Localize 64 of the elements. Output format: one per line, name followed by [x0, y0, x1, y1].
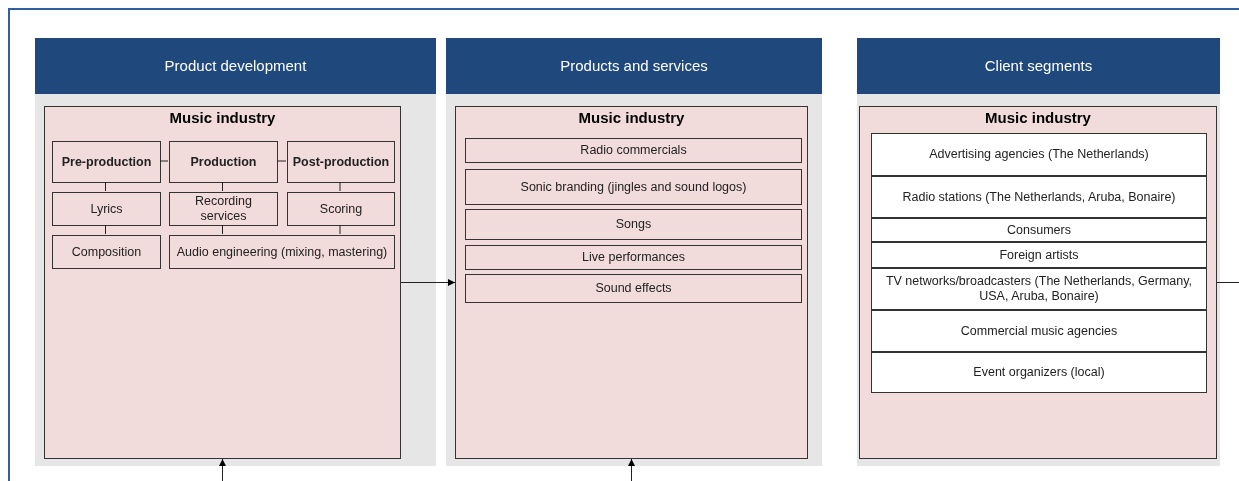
- item-box: [169, 192, 278, 226]
- group-box: [44, 106, 401, 459]
- item-label: Scoring: [319, 201, 363, 217]
- item-box: [287, 192, 395, 226]
- item-box: [465, 138, 802, 163]
- group-box: [455, 106, 808, 459]
- connector-line: [222, 181, 223, 192]
- arrow: [628, 458, 635, 481]
- column-header: Products and services: [446, 38, 822, 94]
- group-title: Music industry: [577, 108, 686, 128]
- connector-line: [276, 160, 287, 162]
- arrow: [400, 279, 456, 286]
- connector-line: [222, 224, 223, 235]
- item-box: [52, 235, 161, 269]
- group-title: Music industry: [168, 108, 277, 128]
- item-box: [871, 268, 1207, 310]
- item-box: [871, 218, 1207, 242]
- group-box: [859, 106, 1217, 459]
- item-label: Live performances: [582, 250, 685, 265]
- connector-line: [339, 181, 341, 192]
- item-label: Post-production: [292, 154, 390, 170]
- item-label: Pre-production: [61, 154, 152, 170]
- item-label: Consumers: [1007, 222, 1071, 238]
- group-title: Music industry: [984, 108, 1092, 128]
- column-panel: [446, 38, 822, 466]
- item-box: [465, 169, 802, 205]
- connector-line: [159, 160, 169, 162]
- item-label: Recording services: [194, 194, 253, 224]
- item-label: Advertising agencies (The Netherlands): [929, 147, 1149, 162]
- item-box: [465, 245, 802, 270]
- item-label: Event organizers (local): [973, 365, 1105, 380]
- item-box: [465, 274, 802, 303]
- item-label: Production: [190, 154, 257, 170]
- item-box: [871, 310, 1207, 352]
- column-header: Client segments: [857, 38, 1220, 94]
- column-panel: [857, 38, 1220, 466]
- connector-line: [105, 224, 106, 235]
- item-box: [287, 141, 395, 183]
- connector-line: [1216, 282, 1239, 283]
- arrow: [219, 458, 226, 481]
- item-label: Radio commercials: [580, 143, 687, 158]
- item-label: TV networks/broadcasters (The Netherlands, Germany, USA, Aruba, Bonaire): [884, 274, 1194, 304]
- item-label: Composition: [71, 244, 142, 260]
- item-box: [169, 235, 395, 269]
- item-label: Songs: [615, 217, 652, 232]
- item-box: [169, 141, 278, 183]
- item-box: [871, 352, 1207, 393]
- item-box: [871, 242, 1207, 268]
- item-label: Radio stations (The Netherlands, Aruba, Bonaire): [902, 189, 1176, 205]
- item-box: [871, 133, 1207, 176]
- item-label: Audio engineering (mixing, mastering): [176, 244, 388, 260]
- item-box: [871, 176, 1207, 218]
- connector-line: [105, 181, 106, 192]
- column-header: Product development: [35, 38, 436, 94]
- item-label: Sound effects: [595, 281, 672, 296]
- item-label: Lyrics: [90, 201, 123, 217]
- item-box: [52, 192, 161, 226]
- item-box: [52, 141, 161, 183]
- item-label: Foreign artists: [999, 247, 1079, 263]
- item-label: Sonic branding (jingles and sound logos): [520, 179, 747, 195]
- item-box: [465, 209, 802, 240]
- item-label: Commercial music agencies: [960, 323, 1118, 339]
- connector-line: [339, 224, 341, 235]
- column-panel: [35, 38, 436, 466]
